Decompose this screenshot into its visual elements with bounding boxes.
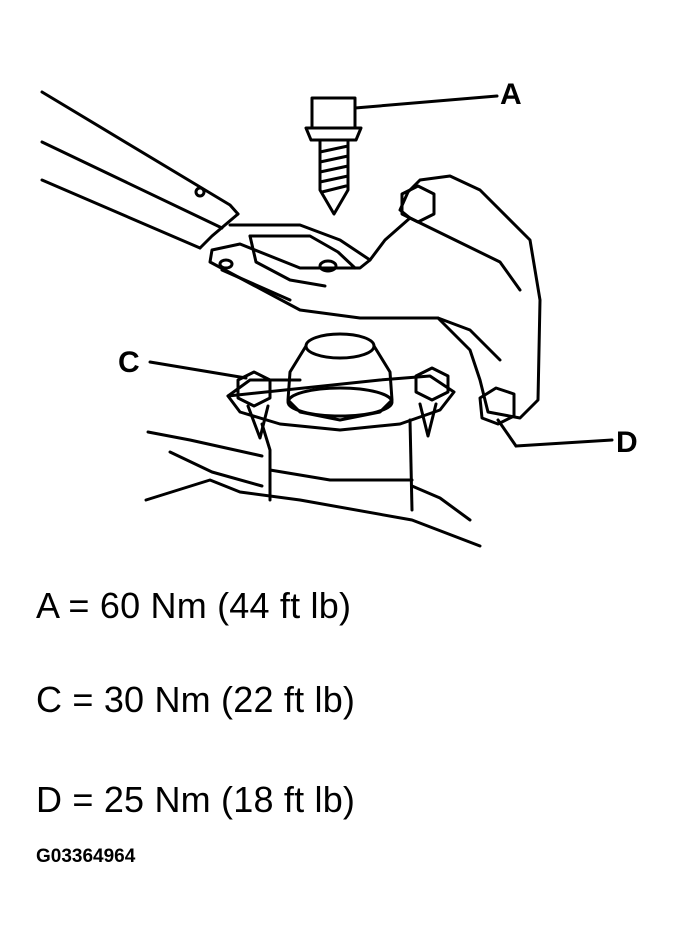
lower-frame [144, 430, 482, 548]
callout-c: C [118, 346, 140, 379]
engine-mount [226, 332, 456, 512]
upper-bracket [208, 174, 542, 426]
torque-spec-c: C = 30 Nm (22 ft lb) [36, 679, 356, 720]
engine-mount-illustration: A C D [40, 78, 638, 548]
leader-d-horizontal [514, 438, 614, 448]
leader-a [353, 94, 499, 110]
support-arm [40, 90, 240, 250]
leader-c [148, 360, 248, 380]
callout-d: D [616, 426, 638, 459]
leader-d [496, 418, 518, 448]
figure-id: G03364964 [36, 846, 136, 867]
callout-a: A [500, 78, 522, 111]
bolt-a [304, 96, 363, 216]
torque-spec-d: D = 25 Nm (18 ft lb) [36, 779, 356, 820]
torque-spec-a: A = 60 Nm (44 ft lb) [36, 585, 352, 626]
